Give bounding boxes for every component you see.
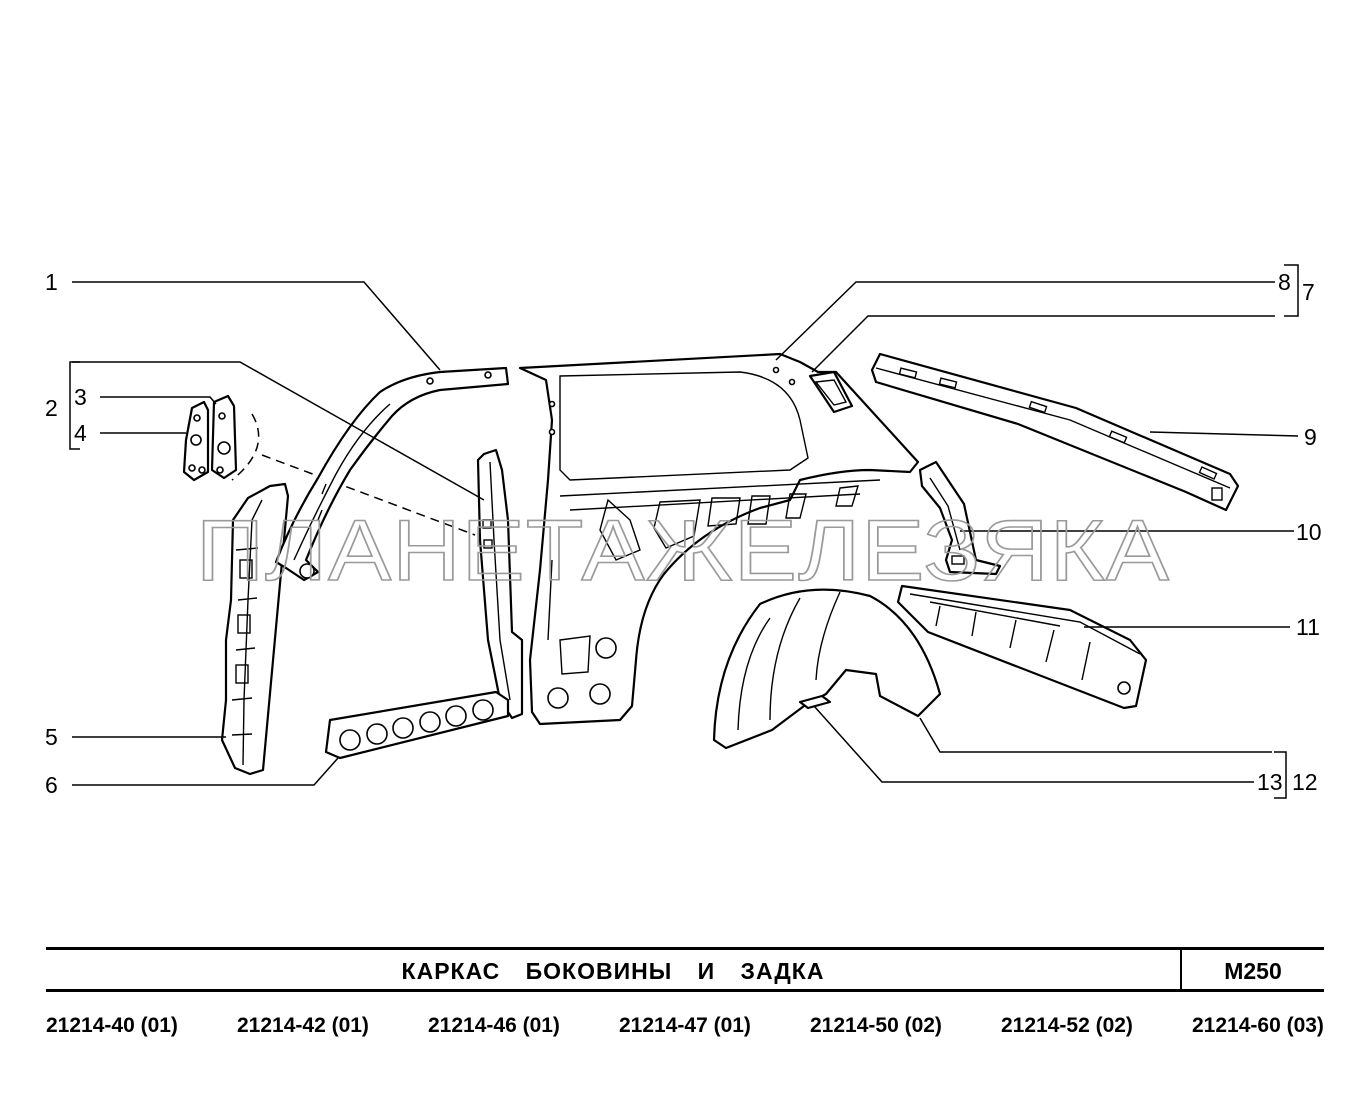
callout-4: 4 [74,420,87,446]
part-7-quarter-panel [518,352,920,726]
model-code: 21214-46 (01) [428,1014,560,1037]
diagram-code: M250 [1224,958,1282,984]
model-code: 21214-40 (01) [46,1014,178,1037]
callout-8: 8 [1278,269,1291,295]
callout-10: 10 [1296,519,1322,545]
part-3-bracket [210,394,238,480]
callout-11: 11 [1296,614,1320,640]
callout-2: 2 [45,395,58,421]
title-block: КАРКАС БОКОВИНЫ И ЗАДКА M250 [46,947,1324,992]
model-code: 21214-60 (03) [1192,1014,1324,1037]
model-list: 21214-40 (01) 21214-42 (01) 21214-46 (01… [46,1014,1324,1044]
part-10-bracket [918,460,1002,576]
model-code: 21214-50 (02) [810,1014,942,1037]
model-code: 21214-52 (02) [1001,1014,1133,1037]
callout-6: 6 [45,772,58,798]
diagram-title: КАРКАС БОКОВИНЫ И ЗАДКА [401,958,825,984]
model-code: 21214-42 (01) [237,1014,369,1037]
callout-5: 5 [45,724,58,750]
bracket-location-line [261,454,476,536]
bracket-location-arc [231,413,260,481]
callout-1: 1 [45,269,58,295]
watermark: ПЛАНЕТАЖЕЛЕЗЯКА [196,503,1170,599]
parts-diagram: 1 2 3 4 5 6 7 8 9 10 11 12 13 ПЛАНЕТАЖЕЛ… [45,264,1322,799]
model-code: 21214-47 (01) [619,1014,751,1037]
callout-3: 3 [74,384,87,410]
part-13-mount-pad [798,694,832,710]
part-2-middle-pillar [476,448,524,720]
callout-7: 7 [1302,279,1315,305]
part-5-pillar-reinforcement [220,482,290,776]
part-4-bracket [182,400,210,482]
part-1-roof-arch [274,366,510,582]
part-11-floor-rail [896,584,1148,710]
callout-labels: 1 2 3 4 5 6 7 8 9 10 11 12 13 [45,269,1322,798]
callout-9: 9 [1304,424,1317,450]
title-separator [1180,950,1182,989]
callout-13: 13 [1257,769,1283,795]
part-6-sill-panel [324,690,510,760]
callout-12: 12 [1292,769,1318,795]
part-9-roof-crossmember [870,352,1240,512]
leader-lines [69,264,1299,799]
part-8-vent-grille [808,370,854,414]
part-12-wheel-arch [712,588,942,750]
